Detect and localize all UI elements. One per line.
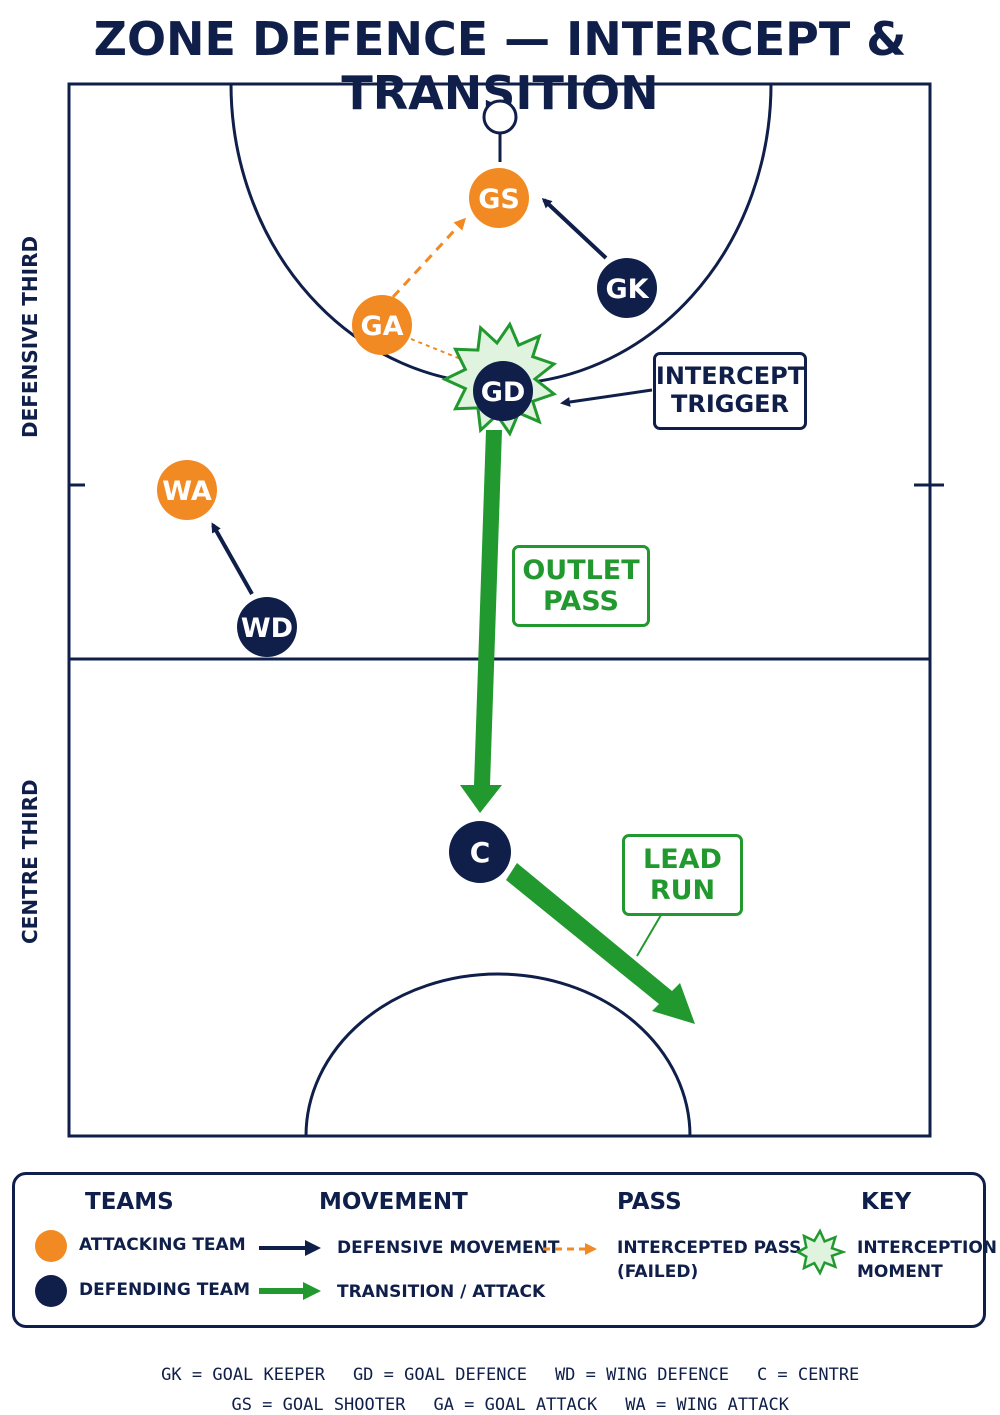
zone-label-defensive: DEFENSIVE THIRD xyxy=(18,235,42,438)
lead-run-line2: RUN xyxy=(649,875,716,906)
interception-moment-icon xyxy=(796,1228,846,1276)
court-boundary xyxy=(67,82,932,1138)
abbreviations-row-1: GK = GOAL KEEPER GD = GOAL DEFENCE WD = WI… xyxy=(0,1345,1000,1385)
legend-attacking-team: ATTACKING TEAM xyxy=(79,1235,246,1255)
abbr-wa: WA = WING ATTACK xyxy=(625,1395,789,1415)
intercepted-pass-arrow xyxy=(391,217,467,299)
legend-key-heading: KEY xyxy=(861,1189,912,1215)
lead-run-callout: LEAD RUN xyxy=(622,834,743,916)
intercept-trigger-line1: INTERCEPT xyxy=(655,362,805,391)
player-gd[interactable]: GD xyxy=(473,361,533,421)
defensive-movement-icon xyxy=(259,1240,321,1256)
intercepted-pass-icon xyxy=(543,1243,597,1255)
player-gs-label: GS xyxy=(478,184,520,215)
intercept-trigger-line2: TRIGGER xyxy=(670,390,790,418)
legend-teams-heading: TEAMS xyxy=(85,1189,174,1215)
zone-label-centre: CENTRE THIRD xyxy=(18,779,42,944)
defending-team-swatch xyxy=(35,1275,67,1307)
abbr-ga: GA = GOAL ATTACK xyxy=(433,1395,598,1415)
wd-movement-arrow xyxy=(211,522,254,595)
player-wd[interactable]: WD xyxy=(237,597,297,657)
outlet-pass-line2: PASS xyxy=(543,586,619,617)
legend-transition-attack: TRANSITION / ATTACK xyxy=(337,1282,546,1302)
abbr-wd: WD = WING DEFENCE xyxy=(554,1365,729,1385)
abbr-gd: GD = GOAL DEFENCE xyxy=(352,1365,527,1385)
intercept-trigger-callout: INTERCEPT TRIGGER xyxy=(653,352,807,430)
abbr-c: C = CENTRE xyxy=(756,1365,860,1385)
outlet-pass-arrow xyxy=(460,430,502,813)
diagram-title: ZONE DEFENCE — INTERCEPT & TRANSITION xyxy=(93,12,907,120)
goal-ring-icon xyxy=(482,99,518,162)
player-ga-label: GA xyxy=(360,311,403,342)
lower-semicircle xyxy=(304,972,692,1137)
player-c[interactable]: C xyxy=(449,821,511,883)
abbreviations-row-2: GS = GOAL SHOOTER GA = GOAL ATTACK WA = WI… xyxy=(0,1375,1000,1415)
gk-movement-arrow xyxy=(541,197,608,260)
legend-pass-heading: PASS xyxy=(617,1189,682,1215)
outlet-pass-line1: OUTLET xyxy=(522,554,640,586)
legend-intercepted-pass-line2: (FAILED) xyxy=(617,1261,699,1282)
player-gk[interactable]: GK xyxy=(597,258,657,318)
legend-defensive-movement: DEFENSIVE MOVEMENT xyxy=(337,1238,560,1258)
player-wa[interactable]: WA xyxy=(157,460,217,520)
legend-interception-line1: INTERCEPTION xyxy=(857,1238,998,1258)
lead-run-callout-pointer xyxy=(636,914,662,957)
player-c-label: C xyxy=(470,836,491,869)
player-gd-label: GD xyxy=(481,377,526,408)
legend-interception-line2: MOMENT xyxy=(857,1261,943,1282)
player-wa-label: WA xyxy=(162,476,212,507)
legend-movement-heading: MOVEMENT xyxy=(319,1189,468,1215)
lead-run-line1: LEAD xyxy=(643,843,722,875)
legend-interception-moment: INTERCEPTION MOMENT xyxy=(857,1237,997,1285)
outlet-pass-callout: OUTLET PASS xyxy=(512,545,650,627)
abbr-gk: GK = GOAL KEEPER xyxy=(161,1365,325,1385)
legend-panel: TEAMS ATTACKING TEAM DEFENDING TEAM MOVE… xyxy=(12,1172,997,1328)
attacking-team-swatch xyxy=(35,1230,67,1262)
transition-attack-icon xyxy=(259,1282,321,1300)
court-diagram: GS GA WA GK GD WD C xyxy=(67,82,944,1138)
legend-defending-team: DEFENDING TEAM xyxy=(79,1280,250,1300)
player-gs[interactable]: GS xyxy=(469,168,529,228)
legend-intercepted-pass-line1: INTERCEPTED PASS xyxy=(617,1238,802,1258)
lead-run-arrow xyxy=(506,863,695,1024)
abbr-gs: GS = GOAL SHOOTER xyxy=(231,1395,406,1415)
player-wd-label: WD xyxy=(241,613,293,644)
legend-intercepted-pass: INTERCEPTED PASS (FAILED) xyxy=(617,1237,801,1285)
player-gk-label: GK xyxy=(605,274,649,305)
player-ga[interactable]: GA xyxy=(352,295,412,355)
intercept-trigger-pointer xyxy=(560,388,653,407)
